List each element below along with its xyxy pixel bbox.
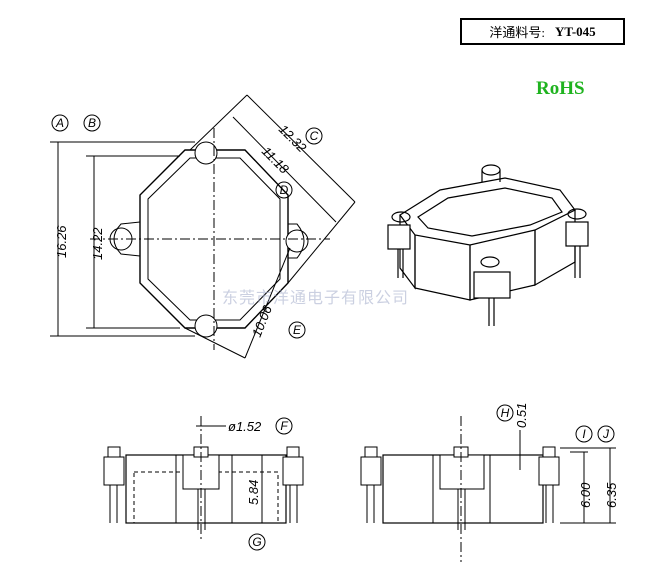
rohs-mark: RoHS: [536, 78, 585, 99]
dim-1-52: ø1.52: [228, 419, 262, 434]
label-b: B: [88, 116, 96, 130]
watermark: 东莞市洋通电子有限公司: [222, 290, 410, 307]
ext-line-c1: [189, 94, 248, 151]
lug-right: [288, 223, 305, 259]
label-j: J: [602, 427, 610, 441]
dim-line-11-18: [232, 116, 337, 223]
octagon-outer: [139, 149, 289, 329]
label-c: C: [310, 129, 319, 143]
label-h: H: [501, 406, 510, 420]
pin-circle-top: [194, 141, 218, 165]
dim-6-00: 6.00: [578, 482, 593, 508]
dim-10-06: 10.06: [249, 303, 275, 339]
top-view: 16.26 14.22 12.32 11.18 10.06 A B C D E: [50, 94, 356, 359]
label-f: F: [280, 419, 288, 433]
iso-pin-left: [387, 211, 411, 278]
dim-line-12-32: [246, 94, 356, 203]
title-block: 洋通料号: YT-045: [460, 18, 625, 45]
label-a: A: [55, 116, 64, 130]
dim-14-22: 14.22: [90, 227, 105, 260]
label-i: I: [582, 427, 586, 441]
iso-pin-right: [565, 208, 589, 278]
iso-wall-front: [414, 235, 471, 301]
iso-wall-back: [534, 210, 576, 287]
dim-16-26: 16.26: [54, 225, 69, 258]
dim-12-32: 12.32: [276, 122, 310, 156]
ext-line-c2: [287, 201, 356, 284]
dim-6-35: 6.35: [604, 482, 619, 508]
ext-line-e: [184, 327, 246, 359]
dim-0-51: 0.51: [514, 403, 529, 428]
dim-line-10-06: [244, 247, 291, 359]
iso-inner-rim: [417, 187, 563, 237]
label-g: G: [252, 535, 261, 549]
iso-pin-front: [473, 256, 511, 326]
dim-5-84: 5.84: [246, 480, 261, 505]
label-d: D: [280, 183, 289, 197]
part-number-label: 洋通料号:: [489, 25, 545, 40]
octagon-inner: [147, 157, 281, 321]
iso-pin-top: [481, 164, 501, 182]
label-e: E: [293, 323, 302, 337]
front-view: ø1.52 5.84 F G: [103, 416, 304, 551]
pin-circle-bottom: [194, 314, 218, 338]
pin-circle-right: [285, 229, 309, 253]
part-number: YT-045: [554, 23, 596, 39]
isometric-view: [387, 164, 589, 326]
side-view: 0.51 6.00 6.35 H I J: [360, 403, 619, 562]
